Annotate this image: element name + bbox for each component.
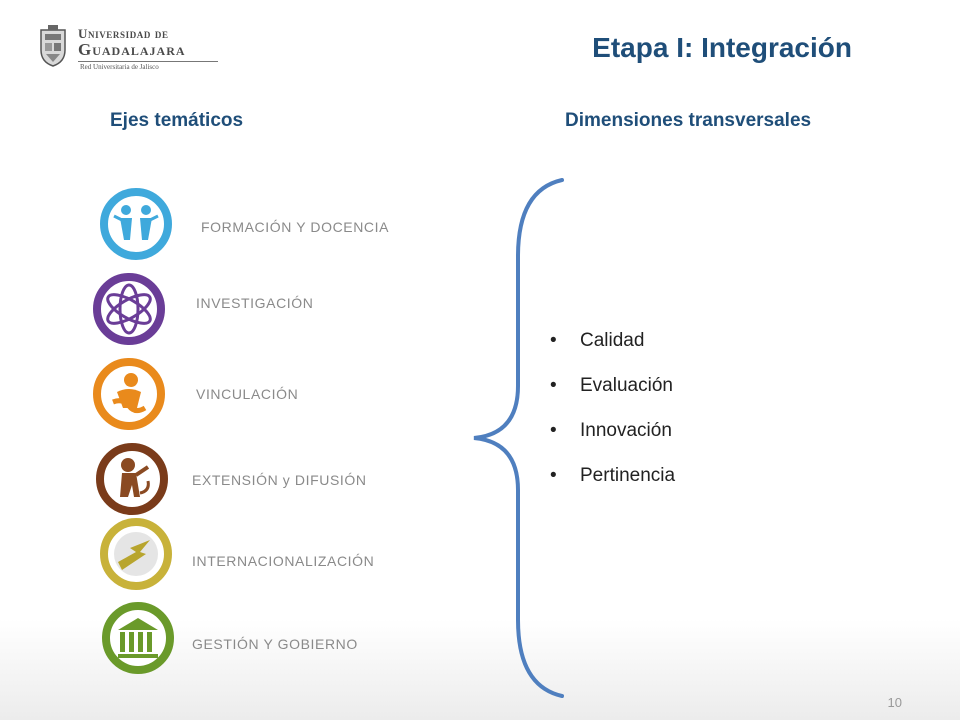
dimension-label: Evaluación: [580, 375, 673, 396]
seal-icon: [40, 25, 66, 67]
lion-icon: [96, 443, 168, 515]
list-item: • Calidad: [550, 328, 675, 373]
logo-line3: Red Universitaria de Jalisco: [80, 63, 159, 71]
axis-label-vinculacion: VINCULACIÓN: [196, 386, 299, 402]
left-heading: Ejes temáticos: [110, 110, 244, 131]
axis-label-formacion: FORMACIÓN Y DOCENCIA: [201, 219, 390, 235]
list-item: • Innovación: [550, 418, 675, 463]
building-icon: [102, 602, 174, 674]
axis-label-investigacion: INVESTIGACIÓN: [196, 295, 314, 311]
atom-icon: [93, 273, 165, 345]
axis-label-extension: EXTENSIÓN y DIFUSIÓN: [192, 472, 367, 488]
university-logo: Universidad de Guadalajara Red Universit…: [36, 24, 218, 72]
dimension-label: Calidad: [580, 330, 645, 351]
axis-label-gestion: GESTIÓN Y GOBIERNO: [192, 636, 358, 652]
people-icon: [100, 188, 172, 260]
bullet: •: [550, 420, 557, 441]
bullet: •: [550, 465, 557, 486]
dimension-label: Innovación: [580, 420, 672, 441]
logo-line1: Universidad de: [78, 26, 169, 41]
dimensions-list: • Calidad • Evaluación • Innovación • Pertin…: [550, 328, 675, 508]
figure-icon: [93, 358, 165, 430]
page-number: 10: [887, 695, 902, 710]
dimension-label: Pertinencia: [580, 465, 676, 486]
right-heading: Dimensiones transversales: [565, 110, 812, 131]
logo-rule: [78, 61, 218, 62]
logo-line2: Guadalajara: [78, 40, 186, 59]
bullet: •: [550, 375, 557, 396]
globe-icon: [100, 518, 172, 590]
bullet: •: [550, 330, 557, 351]
list-item: • Evaluación: [550, 373, 675, 418]
axis-label-internacionalizacion: INTERNACIONALIZACIÓN: [192, 553, 375, 569]
curly-brace: [473, 178, 564, 698]
list-item: • Pertinencia: [550, 463, 675, 508]
slide-title: Etapa I: Integración: [592, 32, 852, 63]
